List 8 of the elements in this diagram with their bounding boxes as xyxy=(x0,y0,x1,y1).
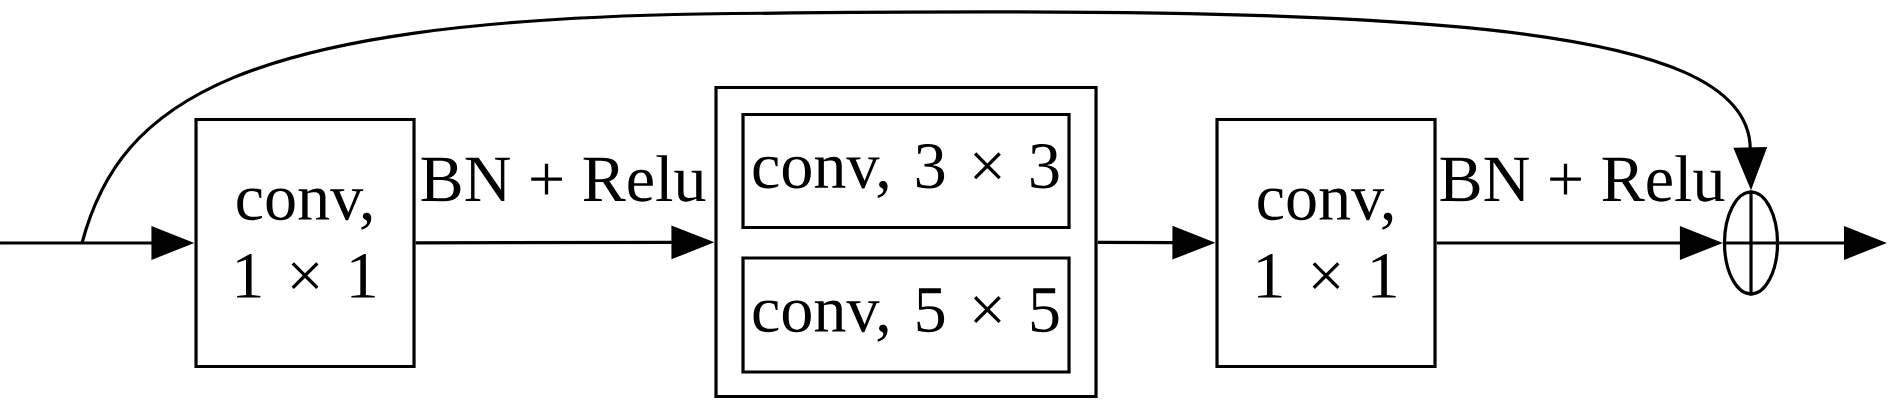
edge-label: BN + Relu xyxy=(421,155,706,202)
process-box: conv, 3 × 3 xyxy=(741,112,1071,230)
edge-label: BN + Relu xyxy=(1440,155,1725,202)
process-box: conv, 5 × 5 xyxy=(741,256,1071,374)
curved-arrow xyxy=(80,10,1768,244)
process-box: conv, 1 × 1 xyxy=(1215,117,1437,369)
process-box: conv, 1 × 1 xyxy=(194,117,416,369)
group-box xyxy=(714,85,1098,399)
